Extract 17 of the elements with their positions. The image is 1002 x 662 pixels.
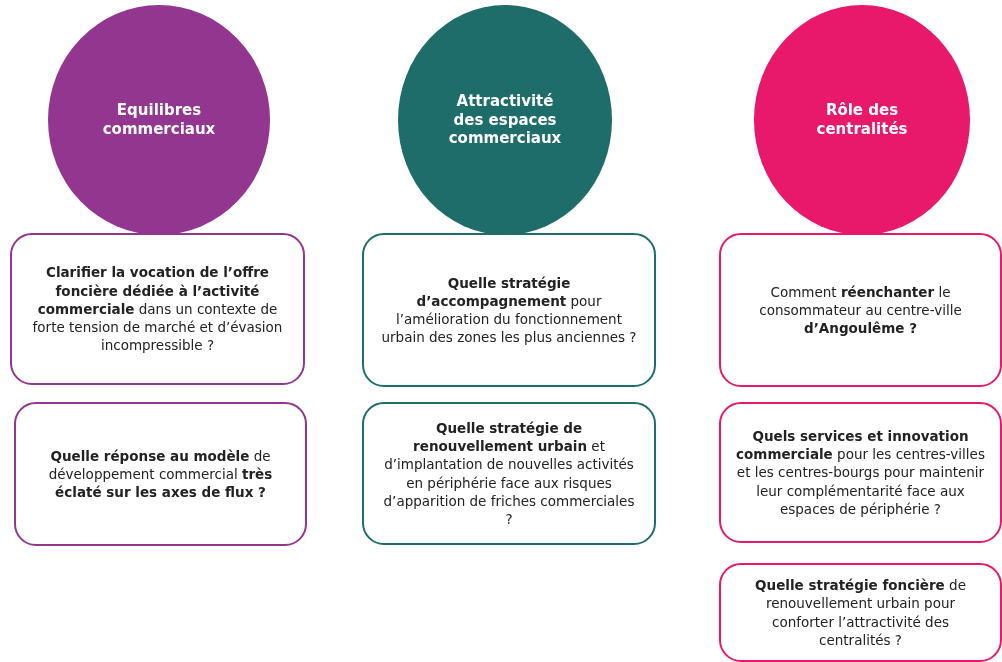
question-text: Comment réenchanter le consommateur au centre-ville d’Angoulême ? — [758, 282, 963, 338]
question-text: Clarifier la vocation de l’offre foncière dédiée à l’activité commerciale dans un contexte de forte tension de marché et d’évasion incompressible ? — [31, 263, 284, 355]
question-text: Quelle réponse au modèle de développement commercial très éclaté sur les axes de flux ? — [47, 446, 274, 502]
question-card — [719, 233, 1002, 387]
topic-title: Rôle des centralités — [815, 101, 909, 139]
question-card — [10, 233, 305, 385]
question-card — [14, 402, 307, 546]
topic-title: Equilibres commerciaux — [101, 101, 217, 139]
question-text: Quelle stratégie de renouvellement urbain et d’implantation de nouvelles activités en périphérie face aux risques d’apparition de friches commerciales ? — [382, 418, 636, 529]
question-card — [719, 563, 1002, 662]
question-card — [362, 402, 656, 545]
question-text: Quelle stratégie d’accompagnement pour l’amélioration du fonctionnement urbain des zones les plus anciennes ? — [380, 273, 638, 347]
topic-title: Attractivité des espaces commerciaux — [447, 91, 563, 149]
question-text: Quelle stratégie foncière de renouvellement urbain pour conforter l’attractivité des centralités ? — [754, 576, 967, 649]
question-card — [362, 233, 656, 387]
question-card — [719, 402, 1002, 543]
question-text: Quels services et innovation commerciale pour les centres-villes et les centres-bourgs pour maintenir leur complémentarité face aux espaces de périphérie ? — [735, 426, 986, 519]
